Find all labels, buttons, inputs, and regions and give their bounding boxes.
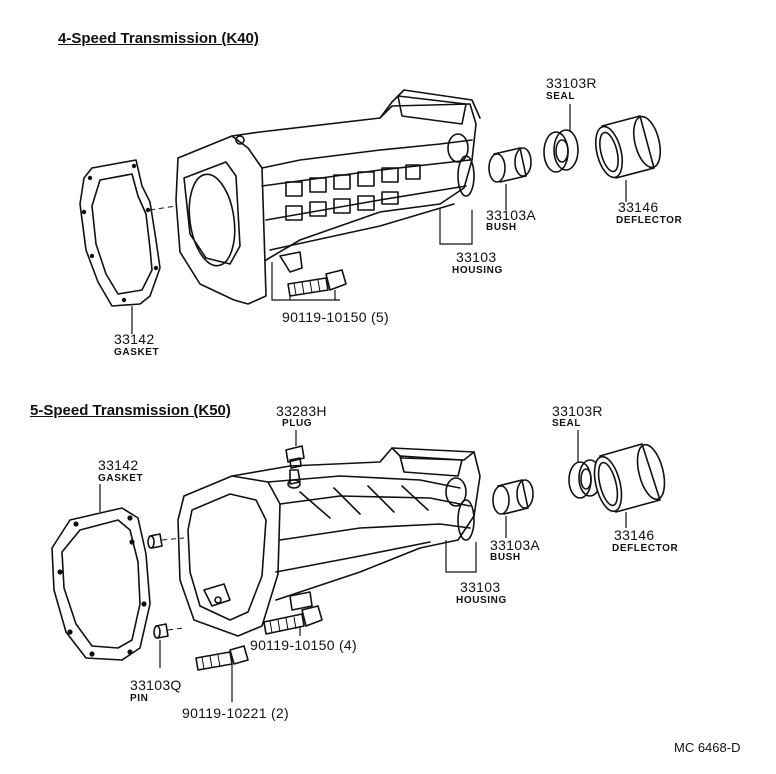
gasket-k40-drawing (79, 159, 161, 307)
part-name-housing-k50: HOUSING (456, 595, 507, 606)
part-number-pin: 33103Q (130, 677, 182, 693)
part-number-seal-k50: 33103R (552, 403, 603, 419)
part-name-gasket-k50: GASKET (98, 473, 144, 484)
part-number-bolt-k50-b: 90119-10221 (2) (182, 705, 289, 721)
gasket-k50-drawing (51, 507, 151, 661)
part-number-bush-k50: 33103A (490, 537, 541, 553)
part-name-bush-k40: BUSH (486, 222, 517, 233)
part-name-seal-k40: SEAL (546, 91, 576, 102)
bolt-k50-a-drawing (263, 605, 323, 635)
bush-k50-drawing (492, 479, 534, 515)
section-title-k40: 4-Speed Transmission (K40) (58, 30, 259, 47)
bolt-k50-b-drawing (195, 645, 249, 671)
part-number-housing-k40: 33103 (456, 249, 497, 265)
part-number-bolt-k50-a: 90119-10150 (4) (250, 637, 357, 653)
reference-code: MC 6468-D (674, 740, 741, 755)
part-name-bush-k50: BUSH (490, 552, 521, 563)
housing-k50-drawing (177, 447, 481, 637)
part-name-deflector-k40: DEFLECTOR (616, 215, 683, 226)
bolt-k40-drawing (287, 269, 347, 300)
part-number-bush-k40: 33103A (486, 207, 537, 223)
part-number-deflector-k40: 33146 (618, 199, 659, 215)
plug-drawing (285, 430, 305, 469)
part-number-bolt-k40: 90119-10150 (5) (282, 309, 389, 325)
part-number-deflector-k50: 33146 (614, 527, 655, 543)
part-number-plug: 33283H (276, 403, 327, 419)
part-name-deflector-k50: DEFLECTOR (612, 543, 679, 554)
part-number-gasket-k40: 33142 (114, 331, 155, 347)
part-number-gasket-k50: 33142 (98, 457, 139, 473)
section-title-k50: 5-Speed Transmission (K50) (30, 402, 231, 419)
part-name-pin: PIN (130, 693, 149, 704)
part-name-plug: PLUG (282, 418, 313, 429)
seal-k40-drawing (543, 129, 579, 173)
part-name-gasket-k40: GASKET (114, 347, 160, 358)
deflector-k40-drawing (594, 115, 662, 179)
part-name-housing-k40: HOUSING (452, 265, 503, 276)
deflector-k50-drawing (593, 443, 666, 513)
housing-k40-drawing (149, 89, 481, 305)
part-number-housing-k50: 33103 (460, 579, 501, 595)
part-number-seal-k40: 33103R (546, 75, 597, 91)
part-name-seal-k50: SEAL (552, 418, 582, 429)
bush-k40-drawing (488, 147, 532, 183)
pin-drawing (147, 533, 185, 639)
